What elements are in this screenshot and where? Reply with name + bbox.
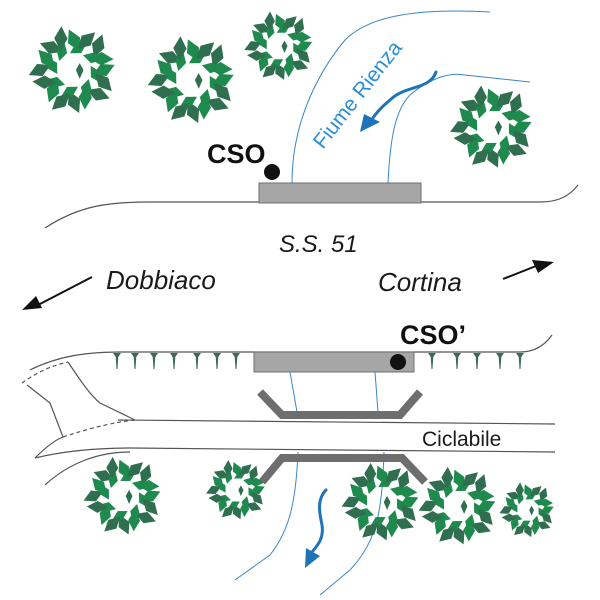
river-flow-arrowhead-lower-icon bbox=[305, 548, 320, 568]
road-barrier-spikes-east bbox=[428, 353, 524, 369]
cso-lower-label: CSO’ bbox=[400, 320, 466, 350]
river-flow-arrow-upper-icon bbox=[368, 70, 438, 126]
cortina-direction-arrow-icon bbox=[502, 265, 537, 280]
cycle-path-west-curve-a bbox=[34, 436, 64, 459]
river-flow-arrowhead-upper-icon bbox=[360, 114, 380, 132]
cso-lower-point-icon bbox=[390, 354, 406, 370]
cortina-arrowhead-icon bbox=[532, 260, 554, 273]
barrier-spike-icon bbox=[150, 353, 158, 369]
trees bbox=[28, 11, 554, 545]
road-north-edge bbox=[44, 184, 579, 229]
river-east-bank-mid bbox=[374, 371, 379, 413]
barrier-spike-icon bbox=[131, 353, 139, 369]
barrier-spike-icon bbox=[170, 353, 178, 369]
tree-canopy-icon bbox=[499, 482, 554, 538]
barrier-spike-icon bbox=[453, 353, 461, 369]
tree-canopy-icon bbox=[147, 36, 234, 123]
bridge-deck-lower bbox=[253, 351, 415, 373]
west-destination-label: Dobbiaco bbox=[106, 265, 216, 295]
tree-canopy-icon bbox=[418, 466, 496, 545]
river-flow-arrow-lower-icon bbox=[310, 488, 328, 554]
barrier-spike-icon bbox=[428, 353, 436, 369]
east-destination-label: Cortina bbox=[378, 267, 462, 297]
river-west-bank-upper bbox=[291, 10, 491, 184]
cso-upper-label: CSO bbox=[207, 139, 266, 169]
road-south-edge bbox=[29, 334, 553, 371]
tree-canopy-icon bbox=[450, 85, 532, 168]
dobbiaco-direction-arrow-icon bbox=[37, 276, 93, 306]
tree-canopy-icon bbox=[206, 460, 265, 520]
cycle-path-label: Ciclabile bbox=[422, 428, 501, 451]
cycle-path-south-edge bbox=[34, 447, 556, 459]
tree-canopy-icon bbox=[244, 11, 313, 80]
barrier-spike-icon bbox=[473, 353, 481, 369]
side-road-dashed-top bbox=[21, 361, 69, 384]
barrier-spike-icon bbox=[213, 353, 221, 369]
cso-upper-point-icon bbox=[264, 164, 280, 180]
barrier-spike-icon bbox=[496, 353, 504, 369]
barrier-spike-icon bbox=[193, 353, 201, 369]
culvert-south-wall bbox=[258, 454, 428, 485]
side-road-dashed-bottom bbox=[62, 419, 136, 438]
culvert-north-wall bbox=[257, 389, 424, 419]
road-barrier-spikes-west bbox=[113, 353, 240, 369]
barrier-spike-icon bbox=[516, 353, 524, 369]
river-east-bank-upper bbox=[387, 73, 531, 184]
barrier-spike-icon bbox=[113, 353, 121, 369]
tree-canopy-icon bbox=[83, 456, 161, 535]
side-road-line-b bbox=[26, 384, 64, 438]
cycle-path-north-edge bbox=[117, 419, 556, 425]
side-road-line-a bbox=[67, 361, 136, 421]
road-label: S.S. 51 bbox=[279, 231, 358, 258]
tree-canopy-icon bbox=[341, 462, 419, 541]
river-west-bank-mid bbox=[289, 371, 298, 413]
cycle-path-outer-curve bbox=[44, 451, 131, 486]
tree-canopy-icon bbox=[28, 26, 115, 113]
river-west-bank-lower bbox=[234, 451, 299, 581]
barrier-spike-icon bbox=[232, 353, 240, 369]
bridge-deck-upper bbox=[258, 182, 422, 204]
dobbiaco-arrowhead-icon bbox=[22, 296, 42, 310]
